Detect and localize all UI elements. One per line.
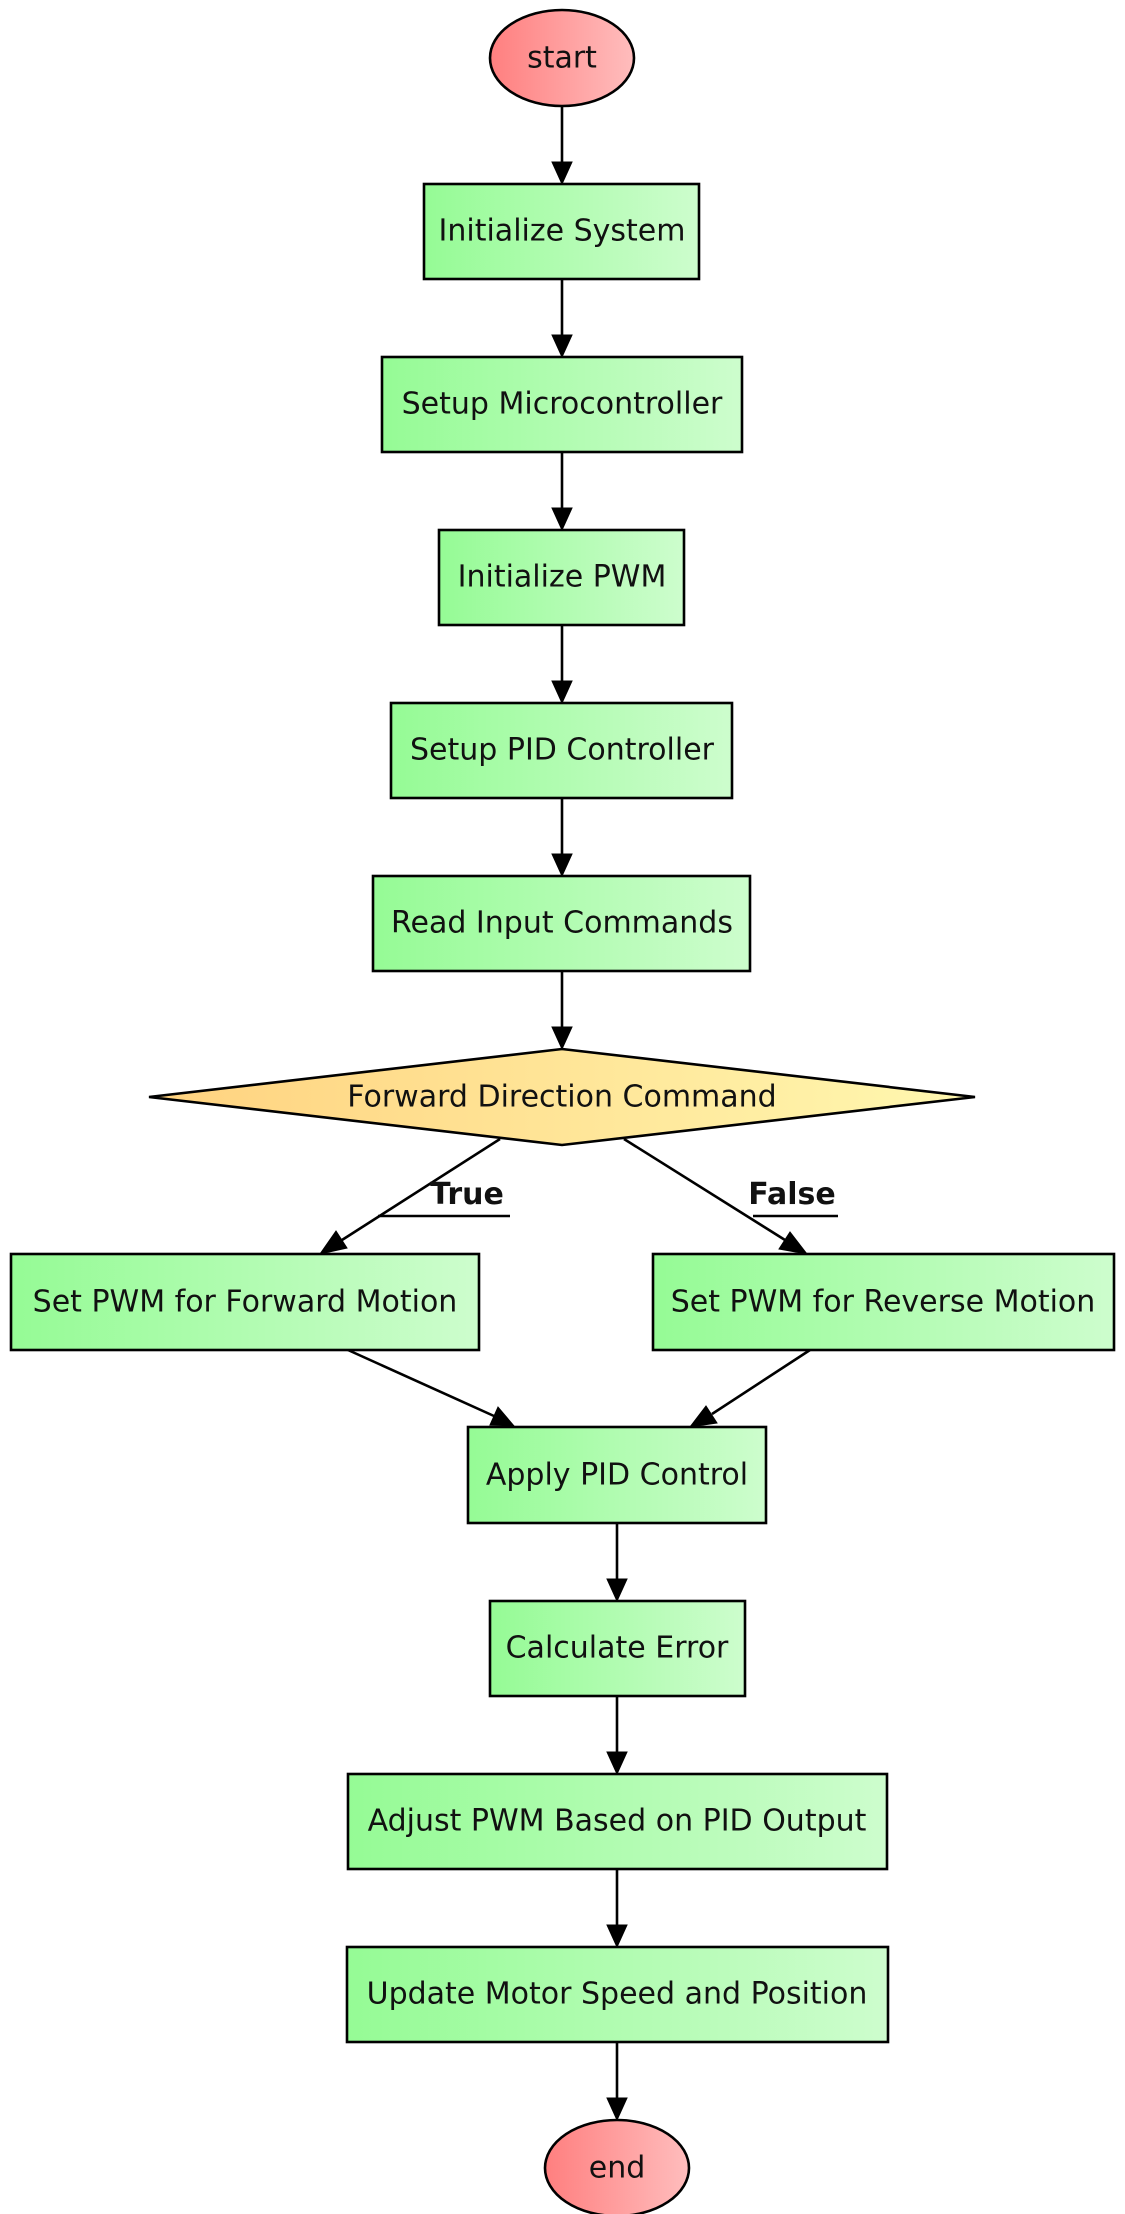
node-set-pwm-reverse-label: Set PWM for Reverse Motion	[671, 1285, 1096, 1320]
node-setup-microcontroller: Setup Microcontroller	[380, 355, 744, 454]
node-set-pwm-forward-label: Set PWM for Forward Motion	[33, 1285, 458, 1320]
edge-adjust-pwm-to-update-motor	[606, 1869, 628, 1949]
edge-decision-to-reverse	[623, 1137, 809, 1255]
node-start-label: start	[527, 41, 597, 76]
node-setup-pid-controller: Setup PID Controller	[389, 701, 734, 800]
node-set-pwm-reverse: Set PWM for Reverse Motion	[651, 1252, 1116, 1352]
node-end-label: end	[589, 2151, 646, 2186]
node-initialize-system-label: Initialize System	[439, 214, 686, 249]
node-calculate-error: Calculate Error	[488, 1599, 747, 1698]
edge-label-true: True	[378, 1177, 510, 1218]
node-setup-microcontroller-label: Setup Microcontroller	[402, 387, 723, 422]
edge-label-true-text: True	[430, 1177, 504, 1212]
node-setup-pid-controller-label: Setup PID Controller	[410, 733, 715, 768]
edge-read-input-to-decision	[551, 971, 573, 1051]
node-forward-direction-decision: Forward Direction Command	[148, 1047, 976, 1147]
node-adjust-pwm: Adjust PWM Based on PID Output	[346, 1772, 889, 1871]
edge-start-to-init-system	[551, 107, 573, 186]
node-read-input-commands-label: Read Input Commands	[391, 906, 733, 941]
node-read-input-commands: Read Input Commands	[371, 874, 752, 973]
node-update-motor-label: Update Motor Speed and Position	[367, 1977, 868, 2012]
edge-apply-pid-to-calc-error	[606, 1523, 628, 1603]
node-calculate-error-label: Calculate Error	[506, 1631, 729, 1666]
edge-update-motor-to-end	[606, 2042, 628, 2122]
edge-reverse-to-apply-pid	[688, 1348, 811, 1428]
node-apply-pid-control: Apply PID Control	[466, 1425, 768, 1525]
node-forward-direction-decision-label: Forward Direction Command	[347, 1080, 776, 1115]
edge-calc-error-to-adjust-pwm	[606, 1696, 628, 1776]
edge-init-pwm-to-setup-pid	[551, 625, 573, 705]
node-apply-pid-control-label: Apply PID Control	[486, 1458, 748, 1493]
edge-label-false-text: False	[748, 1177, 835, 1212]
node-adjust-pwm-label: Adjust PWM Based on PID Output	[368, 1804, 867, 1839]
node-start: start	[488, 8, 636, 108]
edge-label-false: False	[748, 1177, 838, 1218]
edge-init-system-to-setup-mcu	[551, 279, 573, 359]
edge-setup-pid-to-read-input	[551, 798, 573, 878]
node-end: end	[543, 2118, 691, 2214]
node-initialize-pwm: Initialize PWM	[437, 528, 686, 627]
edge-setup-mcu-to-init-pwm	[551, 452, 573, 532]
node-set-pwm-forward: Set PWM for Forward Motion	[9, 1252, 481, 1352]
node-initialize-pwm-label: Initialize PWM	[458, 560, 667, 595]
edge-decision-to-forward	[318, 1137, 501, 1255]
edge-forward-to-apply-pid	[347, 1348, 516, 1427]
edges	[318, 107, 811, 2122]
node-update-motor: Update Motor Speed and Position	[345, 1945, 890, 2044]
node-initialize-system: Initialize System	[422, 182, 701, 281]
